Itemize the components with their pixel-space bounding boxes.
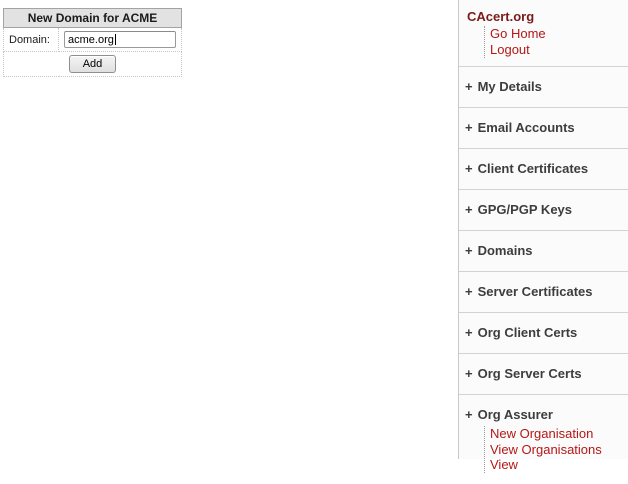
sidebar-section-server-certificates[interactable]: + Server Certificates bbox=[459, 271, 628, 312]
expand-plus-icon: + bbox=[465, 284, 473, 299]
sidebar-section-label: GPG/PGP Keys bbox=[477, 202, 573, 217]
sidebar-section-org-server-certs[interactable]: + Org Server Certs bbox=[459, 353, 628, 394]
domain-input-cell: acme.org bbox=[58, 27, 182, 52]
sidebar-section-label: Server Certificates bbox=[477, 284, 593, 299]
expand-plus-icon: + bbox=[465, 202, 473, 217]
sidebar-link-logout[interactable]: Logout bbox=[490, 42, 530, 57]
new-domain-form: New Domain for ACME Domain: acme.org Add bbox=[3, 8, 182, 77]
sidebar-section-label: Domains bbox=[477, 243, 533, 258]
sidebar-section-client-certificates[interactable]: + Client Certificates bbox=[459, 148, 628, 189]
sidebar-org-assurer-links: New Organisation View Organisations View bbox=[484, 426, 628, 473]
sidebar-link-go-home[interactable]: Go Home bbox=[490, 26, 546, 41]
expand-plus-icon: + bbox=[465, 407, 473, 422]
expand-plus-icon: + bbox=[465, 366, 473, 381]
expand-plus-icon: + bbox=[465, 161, 473, 176]
main-content: New Domain for ACME Domain: acme.org Add bbox=[3, 8, 182, 77]
sidebar-section-label: Email Accounts bbox=[477, 120, 575, 135]
domain-input-value: acme.org bbox=[68, 33, 114, 46]
expand-plus-icon: + bbox=[465, 325, 473, 340]
sidebar-section-gpg-pgp-keys[interactable]: + GPG/PGP Keys bbox=[459, 189, 628, 230]
sidebar-section-label: Org Server Certs bbox=[477, 366, 582, 381]
sidebar-section-email-accounts[interactable]: + Email Accounts bbox=[459, 107, 628, 148]
sidebar-section-domains[interactable]: + Domains bbox=[459, 230, 628, 271]
form-button-row: Add bbox=[3, 51, 182, 77]
expand-plus-icon: + bbox=[465, 243, 473, 258]
domain-label: Domain: bbox=[3, 27, 59, 52]
expand-plus-icon: + bbox=[465, 120, 473, 135]
sidebar-link-view[interactable]: View bbox=[490, 457, 518, 472]
sidebar-section-label: Org Client Certs bbox=[477, 325, 578, 340]
sidebar-home-block: CAcert.org Go Home Logout bbox=[459, 0, 628, 66]
sidebar-section-my-details[interactable]: + My Details bbox=[459, 66, 628, 107]
add-button[interactable]: Add bbox=[68, 55, 117, 73]
sidebar-home-links: Go Home Logout bbox=[484, 26, 628, 58]
form-title: New Domain for ACME bbox=[3, 8, 182, 28]
expand-plus-icon: + bbox=[465, 79, 473, 94]
sidebar-section-label: Client Certificates bbox=[477, 161, 589, 176]
domain-input[interactable]: acme.org bbox=[64, 31, 176, 48]
sidebar-section-label: Org Assurer bbox=[477, 407, 553, 422]
sidebar-section-org-assurer[interactable]: + Org Assurer New Organisation View Organ… bbox=[459, 394, 628, 484]
sidebar-section-label: My Details bbox=[477, 79, 542, 94]
sidebar-title-cacert: CAcert.org bbox=[467, 9, 535, 24]
sidebar: CAcert.org Go Home Logout + My Details + E… bbox=[458, 0, 628, 473]
sidebar-section-org-client-certs[interactable]: + Org Client Certs bbox=[459, 312, 628, 353]
text-caret bbox=[114, 34, 116, 45]
sidebar-link-view-organisations[interactable]: View Organisations bbox=[490, 441, 602, 457]
sidebar-link-new-organisation[interactable]: New Organisation bbox=[490, 426, 594, 441]
